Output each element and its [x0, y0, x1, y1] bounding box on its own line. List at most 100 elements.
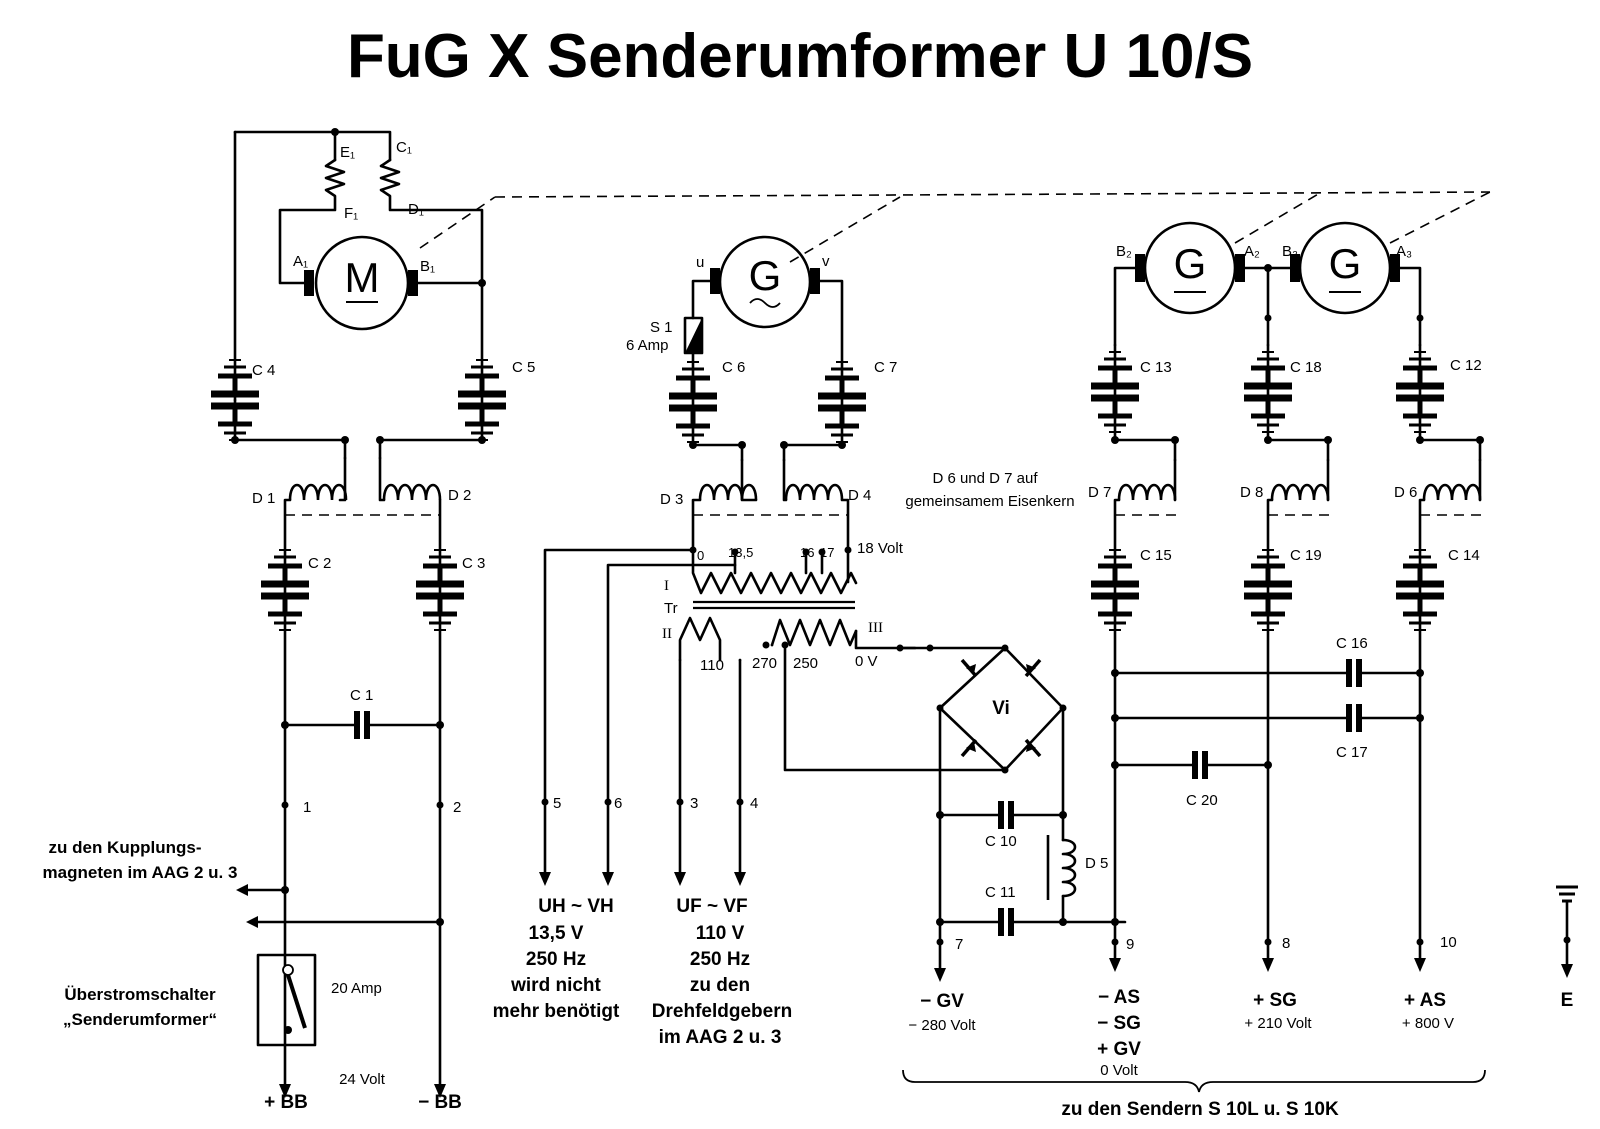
- diagram-title: FuG X Senderumformer U 10/S: [347, 22, 1253, 91]
- gen-3-a3: A₃: [1396, 243, 1412, 260]
- uf-vf-label: UF ~ VF: [676, 896, 747, 917]
- output-plus-as: + AS: [1404, 990, 1446, 1011]
- label-c3: C 3: [462, 555, 485, 572]
- label-c6: C 6: [722, 359, 745, 376]
- motor-d1: D₁: [408, 201, 424, 218]
- winding-ii: II: [662, 626, 672, 642]
- gen-ac-u: u: [696, 254, 704, 271]
- terminal-3: 3: [690, 795, 698, 812]
- supply-plus-bb: + BB: [264, 1092, 308, 1113]
- gen-ac-v: v: [822, 253, 830, 270]
- ac-outputs: 5 6 3 4 UH ~ VH 13,5 V 250 Hz wird nicht…: [493, 795, 793, 1048]
- label-c5: C 5: [512, 359, 535, 376]
- output-minus-gv: − GV: [920, 991, 964, 1012]
- ac-generator-section: G u v S 1 6 Amp C 6 C 7 D 3 D 4: [626, 235, 897, 552]
- output-plus-gv: + GV: [1097, 1039, 1141, 1060]
- gen-2-b2: B₂: [1116, 243, 1132, 260]
- uh-vh-line-4: mehr benötigt: [493, 1001, 620, 1022]
- motor-f1: F₁: [344, 205, 358, 222]
- label-c4: C 4: [252, 362, 275, 379]
- gen-2-letter: G: [1174, 240, 1207, 287]
- motor-a1: A₁: [293, 253, 308, 270]
- label-c7: C 7: [874, 359, 897, 376]
- output-0-volt: 0 Volt: [1100, 1062, 1138, 1079]
- core-note-2: gemeinsamem Eisenkern: [905, 493, 1074, 510]
- uh-vh-label: UH ~ VH: [538, 896, 614, 917]
- tap-17: 17: [820, 545, 834, 560]
- breaker-label-1: Überstromschalter: [64, 985, 216, 1004]
- motor-e1: E₁: [340, 144, 355, 161]
- tap-250: 250: [793, 655, 818, 672]
- fuse-rating: 6 Amp: [626, 337, 669, 354]
- label-d1: D 1: [252, 490, 275, 507]
- rectifier-label: Vi: [992, 698, 1010, 719]
- terminal-5: 5: [553, 795, 561, 812]
- uh-vh-line-2: 250 Hz: [526, 949, 586, 970]
- terminal-10: 10: [1440, 934, 1457, 951]
- label-c12: C 12: [1450, 357, 1482, 374]
- transmitter-brace: zu den Sendern S 10L u. S 10K: [902, 1069, 1486, 1120]
- chokes-d1-d2: D 1 D 2 C 2 C 3 C 1 1 2 20 Amp Überstrom…: [43, 456, 485, 1113]
- tap-13-5: 13,5: [728, 545, 753, 560]
- tap-18-volt: 18 Volt: [857, 540, 904, 557]
- label-c1: C 1: [350, 687, 373, 704]
- gen-3-b3: B₃: [1282, 243, 1298, 260]
- winding-iii: III: [868, 620, 883, 636]
- uf-vf-line-4: Drehfeldgebern: [652, 1001, 792, 1022]
- uh-vh-line-1: 13,5 V: [529, 923, 584, 944]
- uh-vh-line-3: wird nicht: [510, 975, 601, 996]
- label-c15: C 15: [1140, 547, 1172, 564]
- label-c18: C 18: [1290, 359, 1322, 376]
- gen-ac-letter: G: [749, 252, 782, 299]
- overcurrent-breaker: [256, 953, 317, 1047]
- label-c11: C 11: [985, 884, 1016, 901]
- dc-generator-section: G G B₂ A₂ B₃ A₃ C 13 C 18 C 12: [905, 221, 1485, 1079]
- output-plus-sg-volt: + 210 Volt: [1244, 1015, 1312, 1032]
- coupling-note-1: zu den Kupplungs-: [49, 838, 202, 857]
- label-c16: C 16: [1336, 635, 1368, 652]
- gen-3-letter: G: [1329, 240, 1362, 287]
- uf-vf-line-1: 110 V: [696, 923, 745, 944]
- terminal-1: 1: [303, 799, 311, 816]
- motor-b1: B₁: [420, 258, 435, 275]
- label-d2: D 2: [448, 487, 471, 504]
- cap-c20: [1195, 751, 1205, 779]
- terminal-8: 8: [1282, 935, 1290, 952]
- terminal-2: 2: [453, 799, 461, 816]
- uf-vf-line-2: 250 Hz: [690, 949, 750, 970]
- label-c13: C 13: [1140, 359, 1172, 376]
- transmitter-note: zu den Sendern S 10L u. S 10K: [1061, 1099, 1339, 1120]
- cap-c17: [1349, 704, 1359, 732]
- tap-270: 270: [752, 655, 777, 672]
- rectifier-bridge: Vi C 10 D 5 C 11 7 − GV − 280 Volt: [908, 644, 1127, 1034]
- cap-c10: [1001, 801, 1011, 829]
- label-d3: D 3: [660, 491, 683, 508]
- label-c19: C 19: [1290, 547, 1322, 564]
- label-d6: D 6: [1394, 484, 1417, 501]
- label-c14: C 14: [1448, 547, 1480, 564]
- uf-vf-line-5: im AAG 2 u. 3: [659, 1027, 782, 1048]
- cap-c11: [1001, 908, 1011, 936]
- label-c17: C 17: [1336, 744, 1368, 761]
- supply-voltage: 24 Volt: [339, 1071, 386, 1088]
- motor-section: M A₁ B₁ E₁ F₁ C₁ D₁ C 4 C 5: [211, 128, 535, 460]
- cap-c16: [1349, 659, 1359, 687]
- tap-110: 110: [700, 657, 724, 674]
- earth-label: E: [1561, 990, 1574, 1011]
- fuse-name: S 1: [650, 319, 673, 336]
- output-minus-as: − AS: [1098, 987, 1140, 1008]
- output-minus-gv-volt: − 280 Volt: [908, 1017, 976, 1034]
- tap-16: 16: [800, 545, 814, 560]
- label-d4: D 4: [848, 487, 871, 504]
- label-c20: C 20: [1186, 792, 1218, 809]
- earth-terminal: E: [1556, 885, 1578, 1011]
- motor-letter: M: [345, 254, 380, 301]
- terminal-6: 6: [614, 795, 622, 812]
- terminal-7: 7: [955, 936, 963, 953]
- label-d7: D 7: [1088, 484, 1111, 501]
- cap-c1: [357, 711, 367, 739]
- core-note-1: D 6 und D 7 auf: [932, 470, 1038, 487]
- coupling-note-2: magneten im AAG 2 u. 3: [43, 863, 238, 882]
